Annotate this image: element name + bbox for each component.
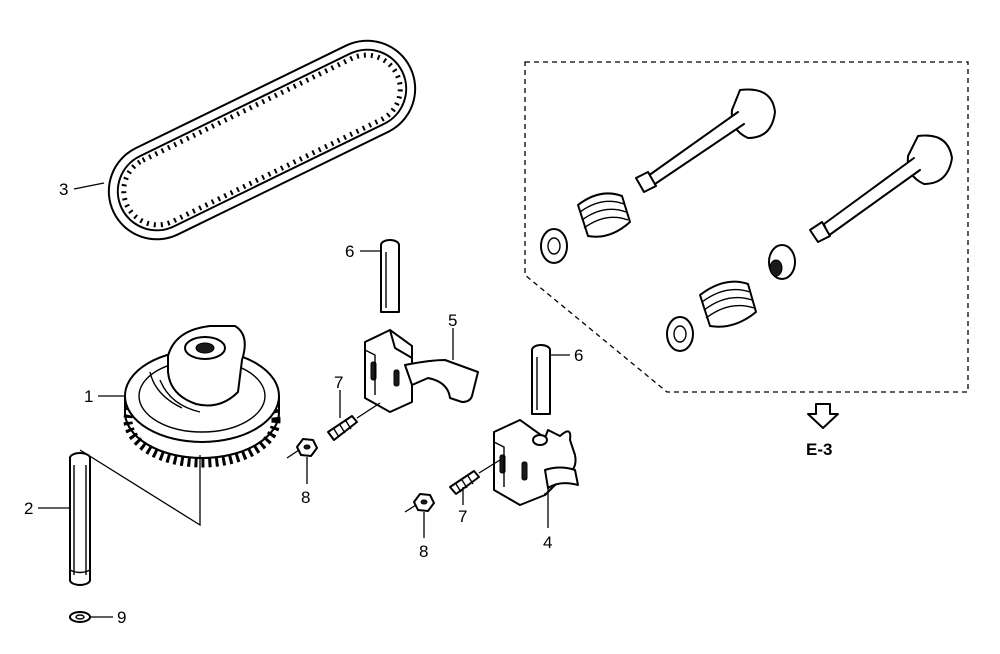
- callout-7-lower: 7: [458, 507, 467, 526]
- valve-spring-lower: [699, 280, 757, 328]
- rocker-pin-lower: [531, 344, 551, 415]
- leader-line-3: [73, 182, 105, 190]
- callout-7-upper: 7: [334, 373, 343, 392]
- rocker-arm-lower: [493, 419, 579, 506]
- spring-retainer-lower: [666, 316, 694, 352]
- lock-nut-upper: [286, 438, 318, 459]
- reference-arrow-e3: [807, 403, 839, 429]
- reference-label-e3: E-3: [806, 440, 832, 459]
- valve-exhaust: [635, 88, 776, 193]
- callout-4: 4: [543, 533, 552, 552]
- adjusting-screw-lower: [449, 459, 501, 495]
- timing-belt: [107, 39, 417, 241]
- valve-intake: [809, 134, 953, 243]
- rocker-arm-upper: [364, 329, 479, 413]
- callout-8-lower: 8: [419, 542, 428, 561]
- callout-3: 3: [59, 180, 68, 199]
- callout-8-upper: 8: [301, 488, 310, 507]
- valve-rotator: [768, 244, 796, 280]
- lock-nut-lower: [404, 493, 435, 513]
- callout-5: 5: [448, 311, 457, 330]
- valve-group-dashed-outline: [524, 61, 969, 393]
- callout-6-upper: 6: [345, 242, 354, 261]
- washer: [69, 611, 91, 623]
- assembly-bracket-line: [79, 449, 201, 527]
- callout-9: 9: [117, 608, 126, 627]
- callout-2: 2: [24, 499, 33, 518]
- callout-1: 1: [84, 387, 93, 406]
- callout-6-lower: 6: [574, 346, 583, 365]
- cam-pulley: [123, 325, 281, 468]
- spring-retainer-upper: [540, 228, 568, 264]
- rocker-pin-upper: [380, 239, 400, 313]
- adjusting-screw-upper: [327, 402, 381, 441]
- camshaft-pin: [69, 452, 91, 586]
- valve-spring-upper: [577, 192, 631, 238]
